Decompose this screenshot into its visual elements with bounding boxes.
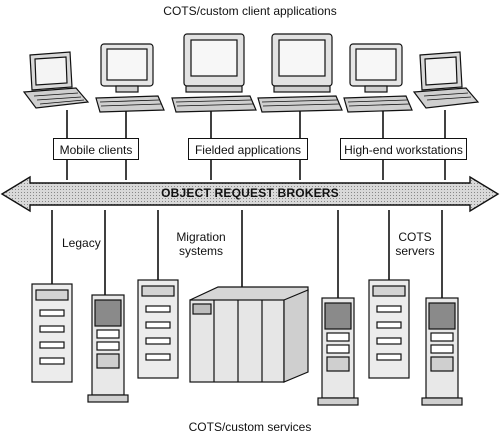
client-group-fielded: Fielded applications	[188, 138, 308, 160]
client-applications-title: COTS/custom client applications	[163, 4, 337, 18]
server-connectors	[51, 210, 443, 298]
mini-tower-server-6	[421, 297, 463, 406]
workstation-client-4	[257, 33, 343, 113]
broker-arrow	[0, 175, 500, 213]
tower-server-5	[368, 279, 410, 379]
mainframe-server	[189, 286, 309, 383]
broker-label: OBJECT REQUEST BROKERS	[161, 186, 339, 200]
mini-tower-server-4	[317, 297, 359, 406]
mini-tower-server-2	[87, 294, 129, 403]
workstation-client-3	[171, 33, 257, 113]
tower-server-1	[31, 283, 73, 383]
migration-label-line1: Migration	[176, 230, 226, 244]
tower-server-3	[137, 279, 179, 379]
desktop-client-2	[95, 43, 165, 113]
cots-label-line1: COTS	[398, 230, 432, 244]
custom-services-title: COTS/custom services	[188, 420, 312, 434]
client-group-workstations: High-end workstations	[340, 138, 467, 160]
laptop-client-6	[412, 51, 480, 109]
client-group-mobile: Mobile clients	[53, 138, 139, 160]
migration-label-line2: systems	[178, 244, 223, 258]
cots-label-line2: servers	[395, 244, 435, 258]
legacy-label: Legacy	[62, 236, 101, 250]
laptop-client-1	[22, 51, 90, 109]
desktop-client-5	[343, 43, 413, 113]
